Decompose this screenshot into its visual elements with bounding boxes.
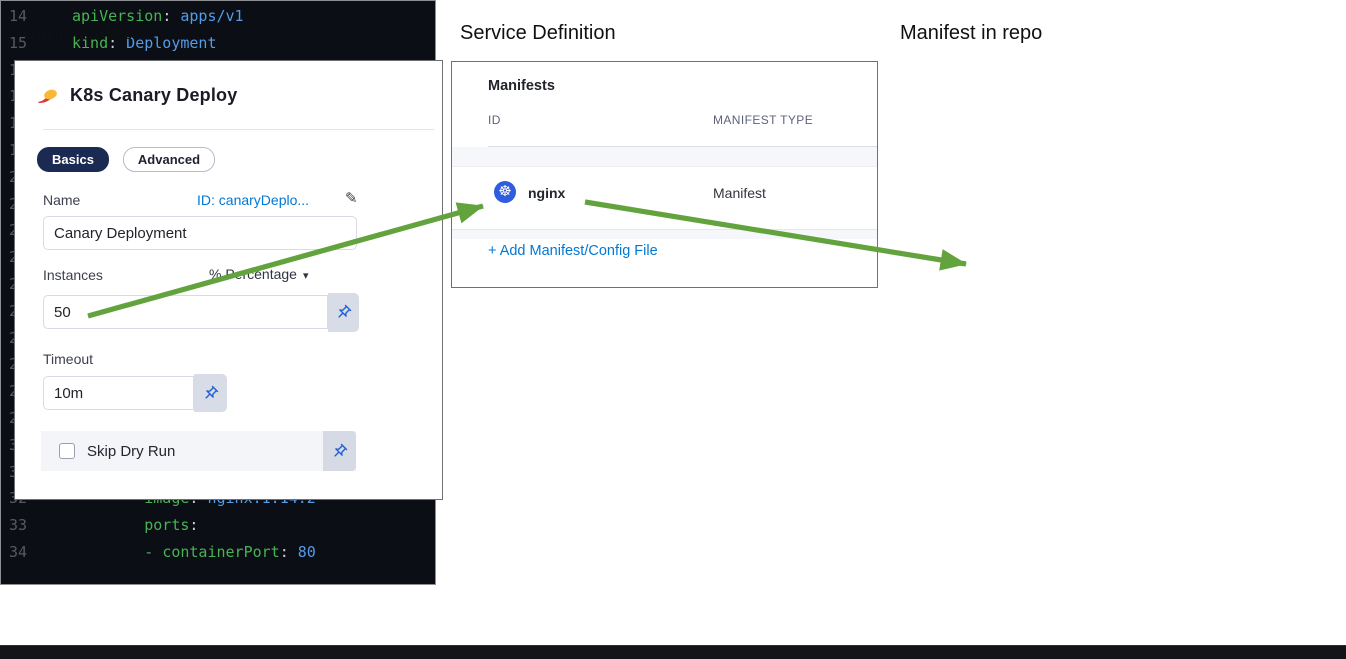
instances-input[interactable] bbox=[43, 295, 328, 329]
tab-advanced[interactable]: Advanced bbox=[122, 147, 216, 172]
timeout-pin-button[interactable] bbox=[194, 374, 227, 412]
timeout-label: Timeout bbox=[43, 351, 94, 367]
heading-manifest-in-repo: Manifest in repo bbox=[900, 22, 1043, 44]
name-input[interactable] bbox=[43, 216, 357, 250]
step-title-row: K8s Canary Deploy bbox=[37, 85, 237, 106]
skip-dry-run-checkbox[interactable] bbox=[59, 443, 75, 459]
add-manifest-link[interactable]: + Add Manifest/Config File bbox=[488, 243, 658, 259]
manifest-id-cell: nginx bbox=[528, 185, 566, 201]
code-line: 34 - containerPort: 80 bbox=[8, 542, 316, 561]
edit-id-pencil-icon[interactable]: ✎ bbox=[345, 190, 358, 207]
service-definition-panel: Manifests ID MANIFEST TYPE ☸ nginx Manif… bbox=[451, 61, 878, 288]
timeout-input[interactable] bbox=[43, 376, 194, 410]
skip-dry-run-row: Skip Dry Run bbox=[41, 431, 356, 471]
kubernetes-icon: ☸ bbox=[494, 181, 516, 203]
table-band bbox=[452, 147, 877, 166]
table-header-divider bbox=[488, 146, 877, 147]
canary-step-icon bbox=[38, 89, 57, 103]
heading-service-definition: Service Definition bbox=[460, 22, 616, 44]
manifests-title: Manifests bbox=[488, 78, 555, 94]
step-tabs: Basics Advanced bbox=[37, 147, 216, 172]
pin-icon bbox=[334, 443, 348, 456]
instances-label: Instances bbox=[43, 267, 103, 283]
canary-step-panel: K8s Canary Deploy Basics Advanced Name I… bbox=[14, 60, 443, 500]
instances-pin-button[interactable] bbox=[328, 293, 359, 332]
heading-canary-step: Canary Step bbox=[22, 22, 134, 44]
manifest-table-row[interactable]: ☸ nginx Manifest bbox=[452, 166, 877, 230]
step-title: K8s Canary Deploy bbox=[70, 85, 238, 105]
skip-dry-run-label: Skip Dry Run bbox=[87, 442, 176, 460]
pin-icon bbox=[338, 304, 352, 318]
chevron-down-icon: ▾ bbox=[302, 270, 309, 282]
pin-icon bbox=[205, 385, 219, 398]
instances-unit-dropdown[interactable]: % Percentage ▾ bbox=[209, 266, 308, 282]
skip-dry-run-pin-button[interactable] bbox=[323, 431, 356, 471]
name-label: Name bbox=[43, 192, 81, 208]
manifest-type-cell: Manifest bbox=[713, 185, 766, 201]
instances-unit-value: % Percentage bbox=[209, 266, 297, 282]
title-divider bbox=[43, 129, 434, 130]
column-header-manifest-type: MANIFEST TYPE bbox=[713, 113, 814, 127]
tab-basics[interactable]: Basics bbox=[37, 147, 109, 172]
code-line: 33 ports: bbox=[8, 516, 199, 535]
column-header-id: ID bbox=[488, 113, 501, 127]
step-id-link[interactable]: ID: canaryDeplo... bbox=[197, 192, 310, 208]
